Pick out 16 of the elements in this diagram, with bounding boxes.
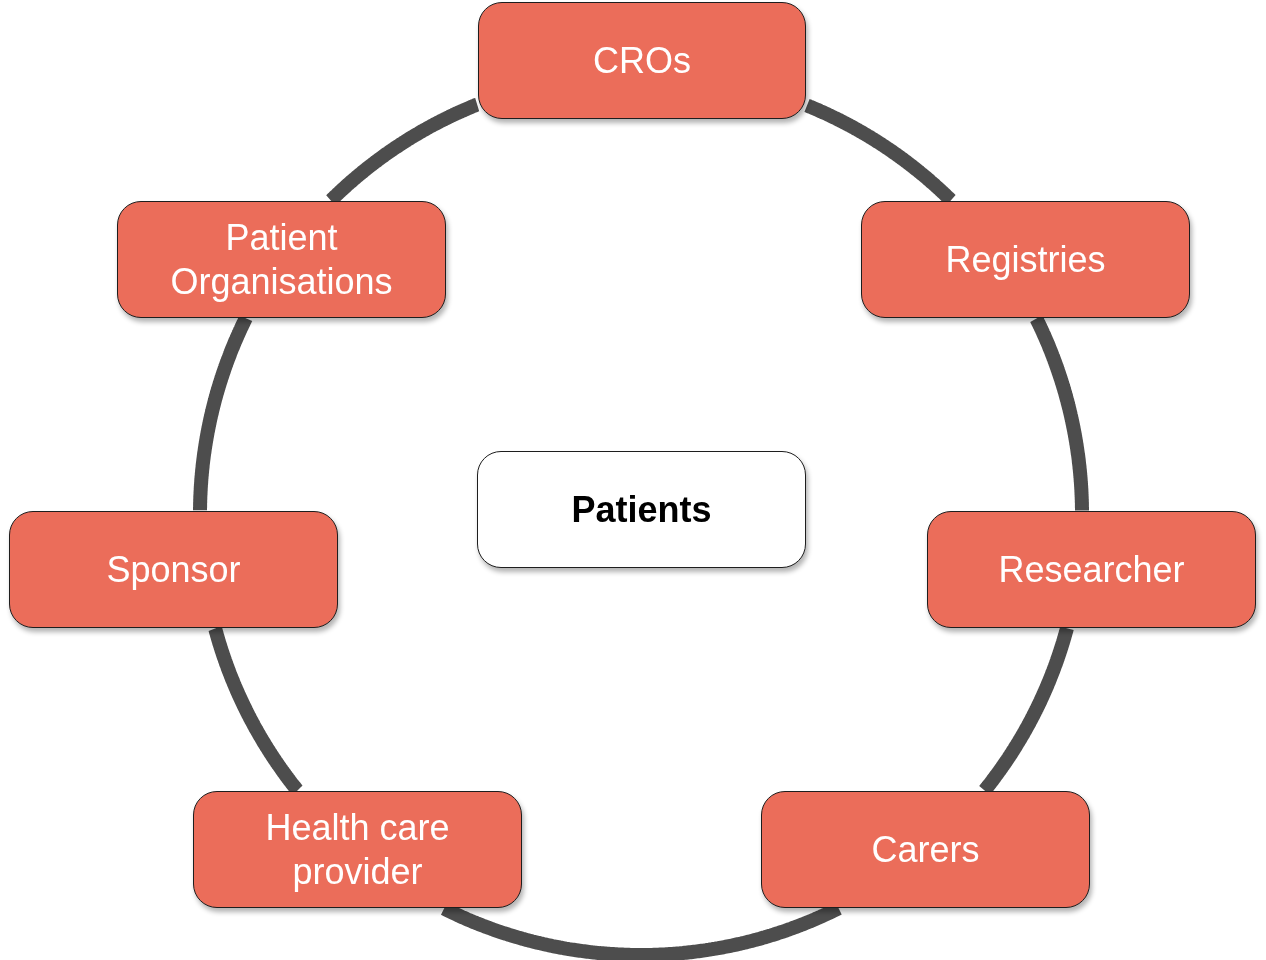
node-label: Sponsor [106,547,241,592]
center-box [477,451,806,568]
stakeholder-box [193,791,522,908]
node-label: Registries [945,237,1106,282]
node-label: Health care provider [264,806,451,893]
node-label: Patients [571,487,712,532]
node-label: Patient Organisations [169,216,394,303]
stakeholder-box [927,511,1256,628]
node-label: CROs [593,38,691,83]
stakeholder-box [117,201,446,318]
stakeholder-box [478,2,806,119]
stakeholder-box [861,201,1190,318]
node-label: Carers [871,827,980,872]
stakeholder-box [9,511,338,628]
node-label: Researcher [998,547,1185,592]
stakeholder-box [761,791,1090,908]
